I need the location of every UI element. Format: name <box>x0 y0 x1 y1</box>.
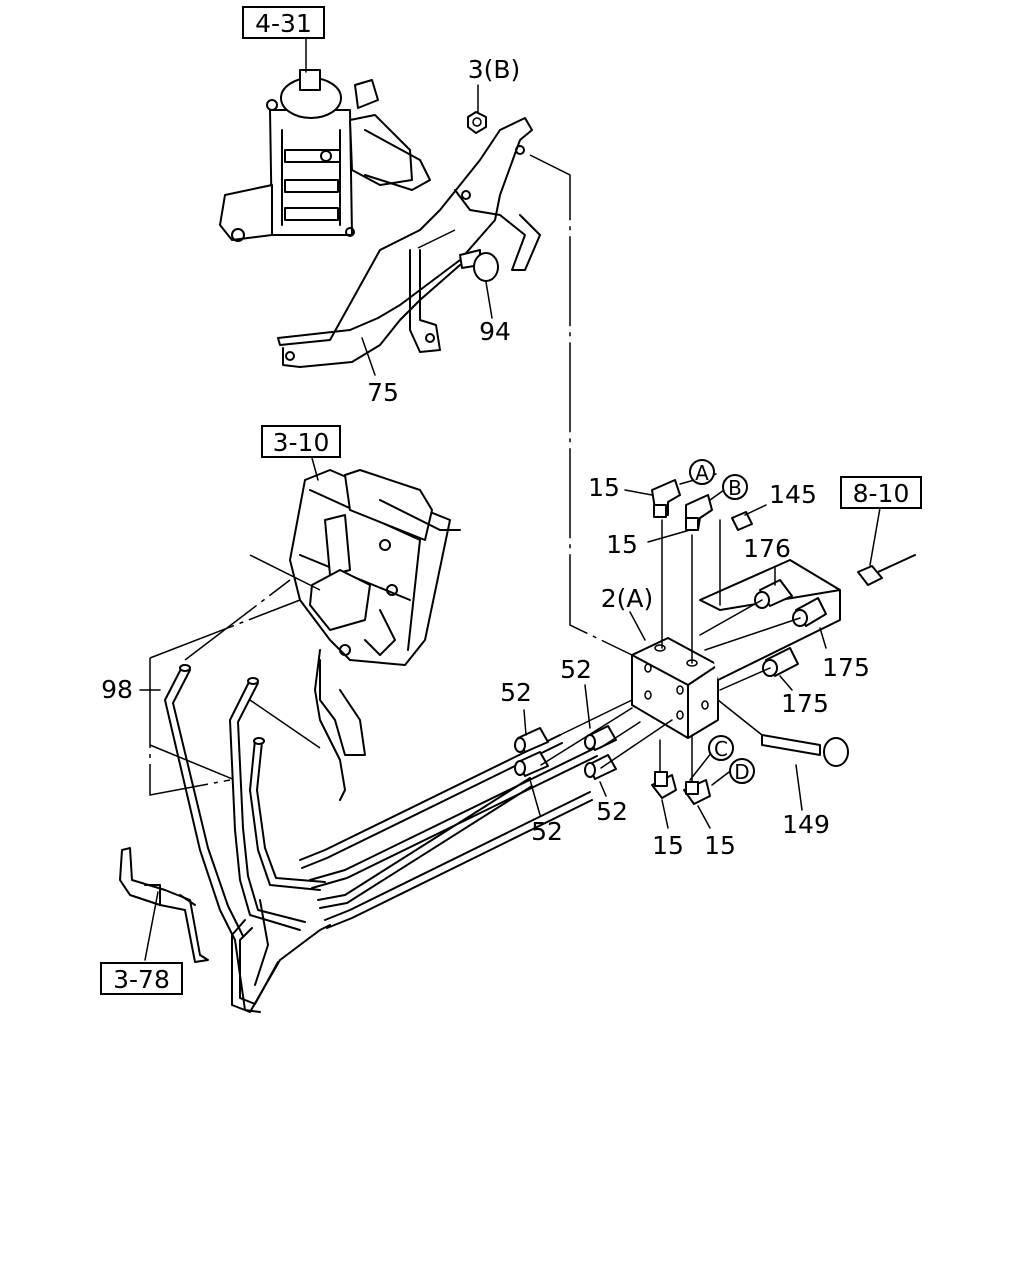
circle-letter-a: A <box>695 461 709 485</box>
ref-label-3-78: 3-78 <box>113 965 170 994</box>
callout-2a: 2(A) <box>601 584 654 613</box>
callout-149: 149 <box>782 810 830 839</box>
callout-52-lower-left: 52 <box>531 817 563 846</box>
ref-label-8-10: 8-10 <box>853 479 910 508</box>
callout-175-upper: 175 <box>822 653 870 682</box>
ref-box-3-78[interactable]: 3-78 <box>100 962 183 995</box>
valve-assembly-drawing <box>289 469 461 756</box>
callout-94: 94 <box>479 317 511 346</box>
callout-98: 98 <box>101 675 133 704</box>
ref-box-8-10[interactable]: 8-10 <box>840 476 922 509</box>
callout-52-lower-right: 52 <box>596 797 628 826</box>
bracket-75-drawing <box>277 111 541 368</box>
callout-3b: 3(B) <box>468 55 521 84</box>
callout-15-top-left: 15 <box>588 473 620 502</box>
bracket-378-drawing <box>119 847 209 963</box>
ref-label-3-10: 3-10 <box>273 428 330 457</box>
circle-letter-d: D <box>734 760 749 784</box>
fittings-drawing <box>514 479 916 805</box>
callout-15-top-right: 15 <box>606 530 638 559</box>
callout-75: 75 <box>367 378 399 407</box>
circle-marker-b: B <box>722 474 748 500</box>
ref-box-4-31[interactable]: 4-31 <box>242 6 325 39</box>
circle-marker-c: C <box>708 735 734 761</box>
pipe-bundle-98-drawing <box>164 649 598 1013</box>
leader-lines <box>139 37 881 961</box>
circle-marker-a: A <box>689 459 715 485</box>
ref-label-4-31: 4-31 <box>255 9 312 38</box>
circle-marker-d: D <box>729 758 755 784</box>
steering-gear-drawing <box>219 69 431 242</box>
ref-box-3-10[interactable]: 3-10 <box>261 425 341 458</box>
callout-52-upper-right: 52 <box>560 655 592 684</box>
callout-15-bottom-left: 15 <box>652 831 684 860</box>
callout-175-lower: 175 <box>781 689 829 718</box>
callout-176: 176 <box>743 534 791 563</box>
callout-145: 145 <box>769 480 817 509</box>
callout-15-bottom-right: 15 <box>704 831 736 860</box>
callout-52-upper-left: 52 <box>500 678 532 707</box>
circle-letter-c: C <box>714 737 728 761</box>
distribution-block-drawing <box>631 559 841 739</box>
circle-letter-b: B <box>728 476 742 500</box>
